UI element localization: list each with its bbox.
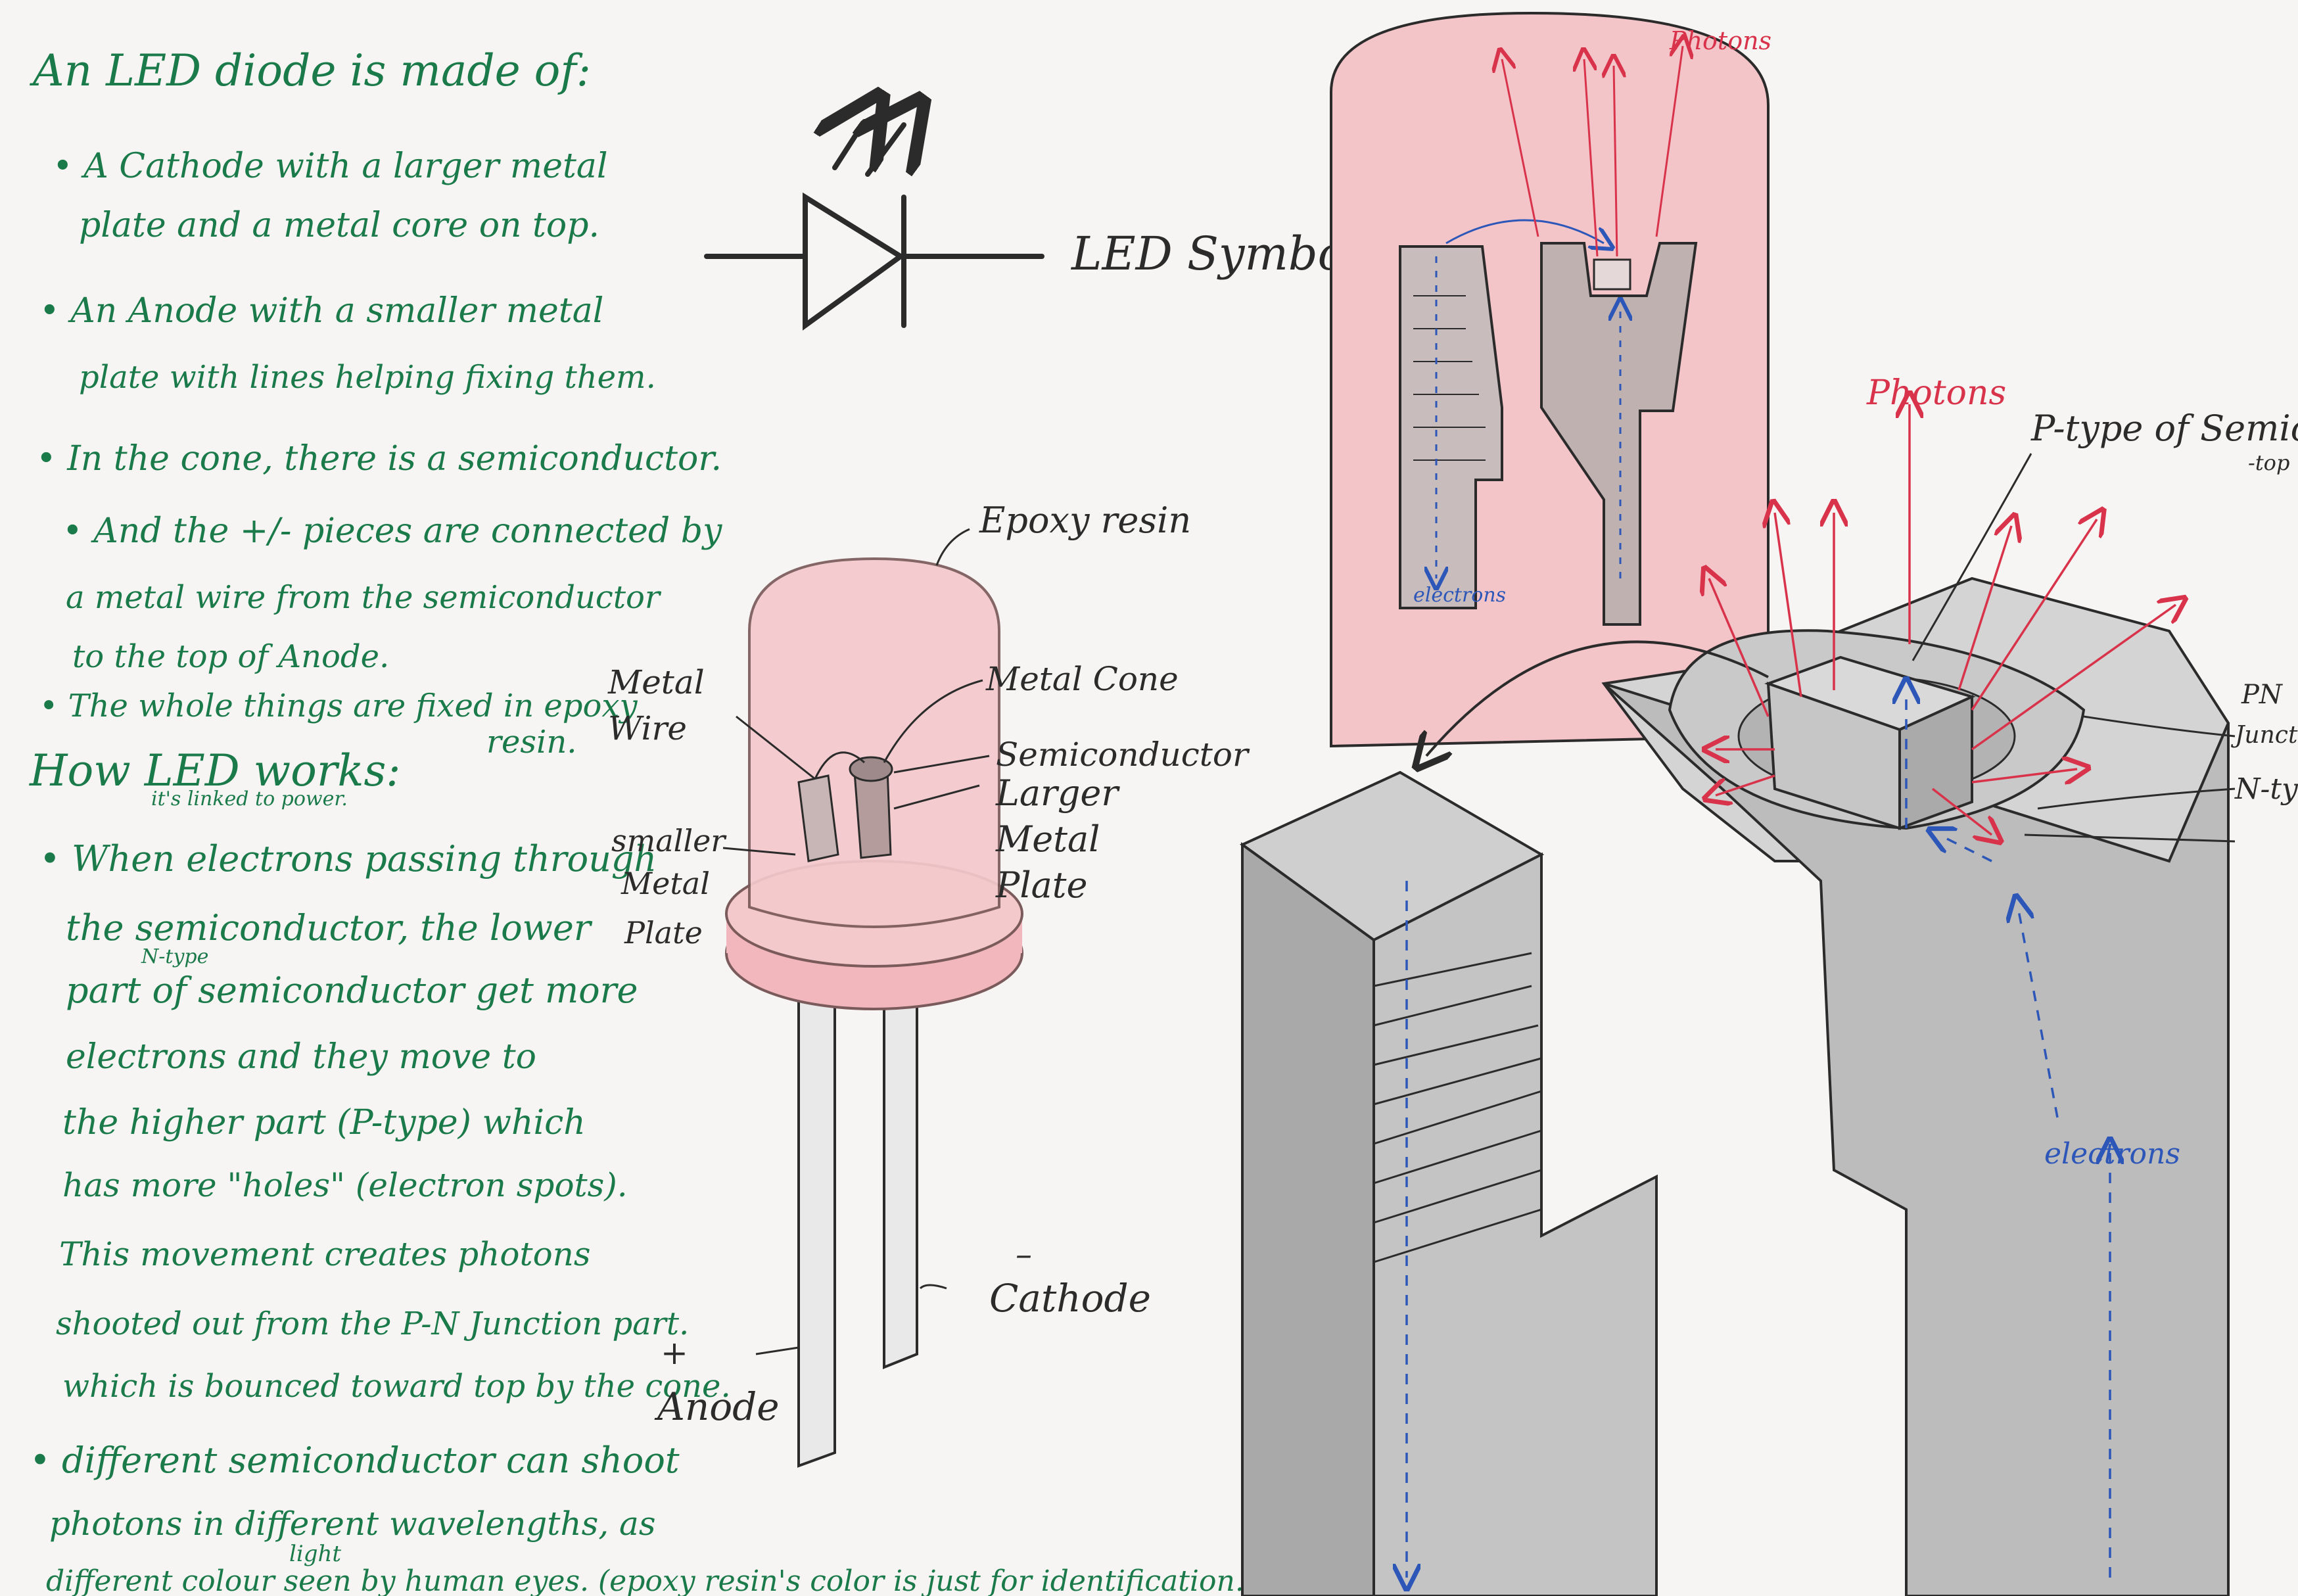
label-cathode: Cathode [989,1276,1151,1321]
how-line: • When electrons passing through [39,838,657,880]
epoxy-dome [749,559,999,927]
label-electrons-small: electrons [1413,584,1506,607]
note-line: a metal wire from the semiconductor [66,579,662,616]
label-ntype: N-ty [2234,772,2298,806]
note-line: • An Anode with a smaller metal [39,291,603,331]
iso-smaller-plate-side [1374,855,1656,1596]
note-line: • A Cathode with a larger metal [53,147,608,186]
symbol-label: LED Symbol [1070,227,1360,281]
how-insert: it's linked to power. [151,787,348,810]
label-photons-mid: Photons [1866,373,2006,413]
label-smaller-plate: Metal [621,866,710,901]
note-line: plate and a metal core on top. [79,206,599,245]
label-epoxy-resin: Epoxy resin [979,500,1191,541]
how-line: This movement creates photons [59,1235,591,1273]
larger-metal-plate [855,769,891,858]
how-line: the semiconductor, the lower [66,907,593,949]
dome-cross-section: Photons electrons [1331,13,1771,746]
label-metal-wire: Wire [608,709,687,747]
note-line: resin. [486,724,577,761]
label-semiconductor: Semiconductor [996,736,1250,774]
how-line: has more "holes" (electron spots). [62,1166,628,1204]
how-line: photons in different wavelengths, as [49,1505,656,1543]
label-smaller-plate: Plate [624,915,703,951]
label-smaller-plate: smaller [611,823,727,858]
note-line: • And the +/- pieces are connected by [62,511,722,551]
light-arrow-icon [835,122,864,168]
how-line: which is bounced toward top by the cone. [62,1368,731,1405]
label-larger-plate: Plate [995,864,1087,906]
label-metal-wire: Metal [607,663,705,701]
how-line: part of semiconductor get more [66,970,638,1011]
ntype-insert: N-type [141,945,208,968]
label-anode: Anode [654,1384,780,1429]
label-pn-junction: PN [2241,680,2284,710]
how-line: • different semiconductor can shoot [30,1440,680,1481]
iso-smaller-plate-front [1242,845,1374,1596]
label-cathode-sign: – [1016,1235,1032,1273]
section-semiconductor [1594,260,1630,289]
label-photons-top: Photons [1669,26,1771,55]
label-ptype: -top [2248,450,2289,475]
label-electrons-big: electrons [2044,1137,2180,1171]
led-symbol [707,122,1042,325]
note-line: • In the cone, there is a semiconductor. [36,439,722,479]
cathode-leg [884,993,917,1367]
anode-leg [799,993,835,1466]
led-component [723,529,1022,1466]
label-ptype: P-type of Semiconduc [2030,408,2298,449]
label-larger-plate: Metal [995,818,1100,860]
how-line: different colour seen by human eyes. (ep… [46,1564,1255,1596]
how-line: the higher part (P-type) which [62,1103,586,1142]
light-insert: light [289,1541,341,1567]
label-pn-junction: Juncti [2230,722,2298,749]
how-line: electrons and they move to [66,1037,536,1077]
notes-title: An LED diode is made of: [29,45,591,96]
note-line: • The whole things are fixed in epoxy [39,688,638,724]
label-larger-plate: Larger [995,772,1120,814]
label-anode-sign: + [661,1334,688,1372]
note-line: plate with lines helping fixing them. [79,359,656,396]
label-metal-cone: Metal Cone [985,660,1179,698]
light-arrow-icon [868,125,904,174]
note-line: to the top of Anode. [72,638,389,675]
how-line: shooted out from the P-N Junction part. [56,1305,689,1342]
symbol-triangle [805,197,901,325]
